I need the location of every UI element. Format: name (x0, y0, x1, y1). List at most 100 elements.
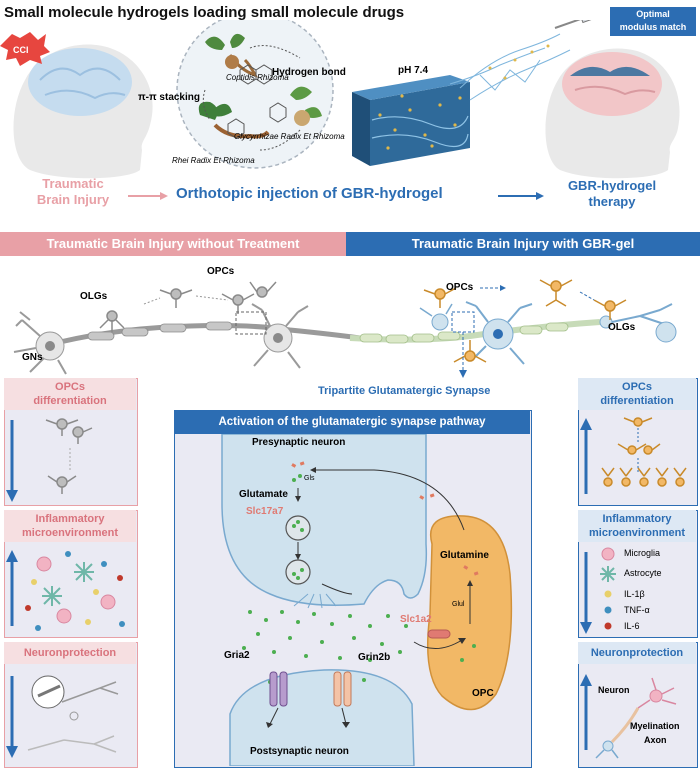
right-neuro-title-text: Neuronprotection (590, 647, 684, 659)
grin2b-label: Grin2b (358, 652, 391, 663)
left-opcs-illustration (6, 418, 93, 502)
vesicle-1 (285, 515, 311, 541)
slc1a2-label: Slc1a2 (400, 614, 432, 625)
right-opcs-illustration (580, 417, 687, 494)
il6-icon (604, 622, 612, 630)
axon-left (59, 321, 361, 345)
neuron-row (13, 279, 677, 378)
slc1a2-transporter (427, 629, 451, 639)
myelination-label: Myelination (630, 721, 680, 731)
modulus-line2: modulus match (619, 22, 687, 32)
left-opcs-title: OPCs differentiation (4, 378, 136, 410)
left-neuro-title-text: Neuronprotection (23, 647, 117, 659)
olgs-left-label: OLGs (80, 291, 108, 302)
gns-label: GNs (22, 352, 43, 363)
tnfa-icon (604, 606, 612, 614)
presynaptic-terminal (221, 434, 428, 606)
center-panel-title-text: Activation of the glutamatergic synapse … (218, 416, 486, 428)
hydrogen-bond-label: Hydrogen bond (272, 67, 346, 78)
slc17a7-label: Slc17a7 (246, 506, 284, 517)
il1b-icon (604, 590, 612, 598)
left-inflam-illustration (6, 550, 125, 631)
top-illustration: CCI (0, 20, 680, 200)
opcs-left-label: OPCs (207, 266, 235, 277)
center-panel-title: Activation of the glutamatergic synapse … (174, 410, 530, 434)
opc-label: OPC (472, 688, 494, 699)
coptidis-icon (205, 33, 258, 78)
syringe-icon (554, 20, 622, 29)
page-title: Small molecule hydrogels loading small m… (4, 4, 405, 21)
legend-il1b: IL-1β (624, 589, 645, 599)
neuron-label: Neuron (598, 685, 630, 695)
vesicle-2 (285, 559, 311, 585)
right-neuro-illustration (580, 674, 677, 759)
coptidis-label: Coptidis Rhizoma (226, 73, 289, 82)
banner-right: Traumatic Brain Injury with GBR-gel (346, 232, 700, 256)
right-inflam-title-1: Inflammatory (602, 513, 672, 525)
left-caption: Traumatic Brain Injury (18, 176, 128, 208)
glutamine-label: Glutamine (440, 550, 489, 561)
left-neuro-title: Neuronprotection (4, 642, 136, 664)
legend-tnfa: TNF-α (624, 605, 650, 615)
cci-badge: CCI (0, 32, 50, 66)
rhei-label: Rhei Radix Et Rhizoma (172, 156, 255, 165)
herb-circle (176, 20, 334, 169)
olg-cells-right (453, 299, 627, 363)
gn-neuron-left (13, 311, 67, 375)
gria2-label: Gria2 (224, 650, 250, 661)
right-inflam-title: Inflammatory microenvironment (578, 510, 696, 542)
rhei-icon (198, 101, 270, 139)
legend-astrocyte: Astrocyte (624, 568, 662, 578)
glutamate-label: Glutamate (239, 489, 288, 500)
grin2b-receptor (333, 671, 352, 707)
right-inflam-title-2: microenvironment (589, 527, 685, 539)
ph-label: pH 7.4 (398, 65, 429, 76)
glycyrrhizae-icon (290, 86, 322, 126)
head-right (545, 48, 680, 179)
left-caption-line1: Traumatic (42, 176, 104, 191)
left-inflam-title-1: Inflammatory (35, 513, 105, 525)
right-inflam-legend-icons (580, 547, 616, 634)
presynaptic-label: Presynaptic neuron (252, 437, 346, 448)
right-opcs-title: OPCs differentiation (578, 378, 696, 410)
gria2-receptor (269, 671, 288, 707)
opc-cells-left (159, 281, 277, 314)
astrocyte-icon (600, 566, 616, 582)
center-caption: Orthotopic injection of GBR-hydrogel (176, 185, 443, 202)
glul-label: Glul (452, 601, 465, 608)
right-opcs-title-1: OPCs (622, 381, 652, 393)
right-caption-line1: GBR-hydrogel (567, 178, 657, 193)
left-caption-line2: Brain Injury (36, 192, 110, 207)
neuron-right-blue (465, 301, 533, 365)
axon-label: Axon (644, 735, 667, 745)
left-neuro-illustration (6, 675, 119, 758)
hydrogel-block (352, 75, 470, 166)
banner-right-text: Traumatic Brain Injury with GBR-gel (411, 236, 635, 251)
legend-il6: IL-6 (624, 621, 640, 631)
gn-neuron-middle (251, 303, 309, 369)
head-left (13, 44, 153, 179)
left-opcs-title-2: differentiation (33, 395, 107, 407)
modulus-line1: Optimal (636, 9, 670, 19)
right-caption-line2: therapy (588, 194, 636, 209)
microglia-icon (601, 547, 615, 561)
right-neuro-title: Neuronprotection (578, 642, 696, 664)
olgs-right-label: OLGs (608, 322, 636, 333)
axon-right (349, 319, 601, 344)
neuron-right-end (599, 303, 677, 343)
left-inflam-title-2: microenvironment (22, 527, 118, 539)
synapse-diagram (221, 434, 513, 766)
left-opcs-title-1: OPCs (55, 381, 85, 393)
gls-label: Gls (304, 475, 315, 482)
olg-cell-left (99, 310, 125, 332)
synapse-label: Tripartite Glutamatergic Synapse (318, 385, 491, 397)
legend-microglia: Microglia (624, 548, 661, 558)
glycyrrhizae-label: Glycyrrhizae Radix Et Rhizoma (234, 132, 345, 141)
neuron-left-small (419, 303, 453, 331)
opc-cells-right (423, 279, 573, 308)
postsynaptic-label: Postsynaptic neuron (250, 746, 349, 757)
banner-left: Traumatic Brain Injury without Treatment (0, 232, 346, 256)
cci-text: CCI (13, 45, 29, 55)
opcs-right-label: OPCs (446, 282, 474, 293)
banner-left-text: Traumatic Brain Injury without Treatment (46, 236, 300, 251)
